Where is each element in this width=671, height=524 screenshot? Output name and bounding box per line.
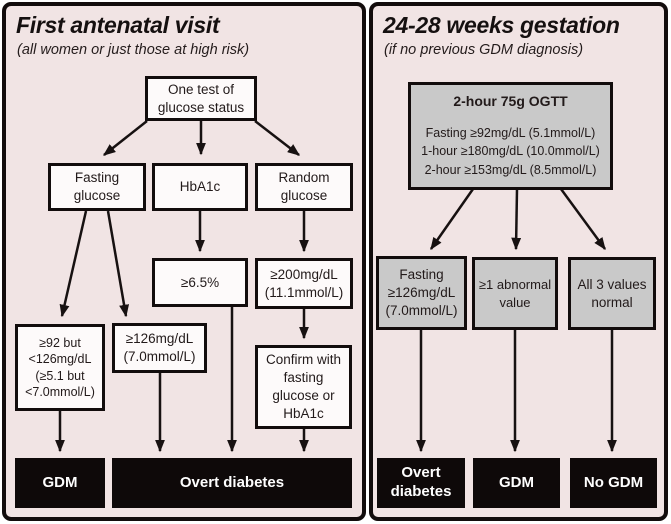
- outcome-gdm-right: GDM: [473, 458, 560, 508]
- node-confirm-with-fasting-or-hba1c: Confirm with fasting glucose or HbA1c: [255, 345, 352, 429]
- outcome-overt-diabetes-right: Overt diabetes: [377, 458, 465, 508]
- outcome-gdm-left: GDM: [15, 458, 105, 508]
- right-panel-subtitle: (if no previous GDM diagnosis): [384, 42, 584, 58]
- node-random-glucose-cutoff: ≥200mg/dL (11.1mmol/L): [255, 258, 353, 309]
- node-one-abnormal-value: ≥1 abnormal value: [472, 257, 558, 330]
- outcome-overt-diabetes-left: Overt diabetes: [112, 458, 352, 508]
- node-one-test-of-glucose-status: One test of glucose status: [145, 76, 257, 121]
- ogtt-criteria: Fasting ≥92mg/dL (5.1mmol/L) 1-hour ≥180…: [421, 125, 600, 178]
- right-panel-title: 24-28 weeks gestation: [383, 12, 620, 38]
- node-random-glucose: Random glucose: [255, 163, 353, 211]
- node-fasting-126-result: Fasting ≥126mg/dL (7.0mmol/L): [376, 256, 467, 330]
- node-hba1c: HbA1c: [152, 163, 248, 211]
- left-panel-subtitle: (all women or just those at high risk): [17, 42, 250, 58]
- node-fasting-glucose: Fasting glucose: [48, 163, 146, 211]
- node-fasting-overt-cutoff: ≥126mg/dL (7.0mmol/L): [112, 323, 207, 373]
- node-all-3-values-normal: All 3 values normal: [568, 257, 656, 330]
- ogtt-title: 2-hour 75g OGTT: [453, 93, 568, 110]
- node-hba1c-cutoff: ≥6.5%: [152, 258, 248, 307]
- node-fasting-gdm-range: ≥92 but <126mg/dL (≥5.1 but <7.0mmol/L): [15, 324, 105, 411]
- left-panel-title: First antenatal visit: [16, 12, 220, 38]
- outcome-no-gdm: No GDM: [570, 458, 657, 508]
- node-2-hour-75g-ogtt: 2-hour 75g OGTT Fasting ≥92mg/dL (5.1mmo…: [408, 82, 613, 190]
